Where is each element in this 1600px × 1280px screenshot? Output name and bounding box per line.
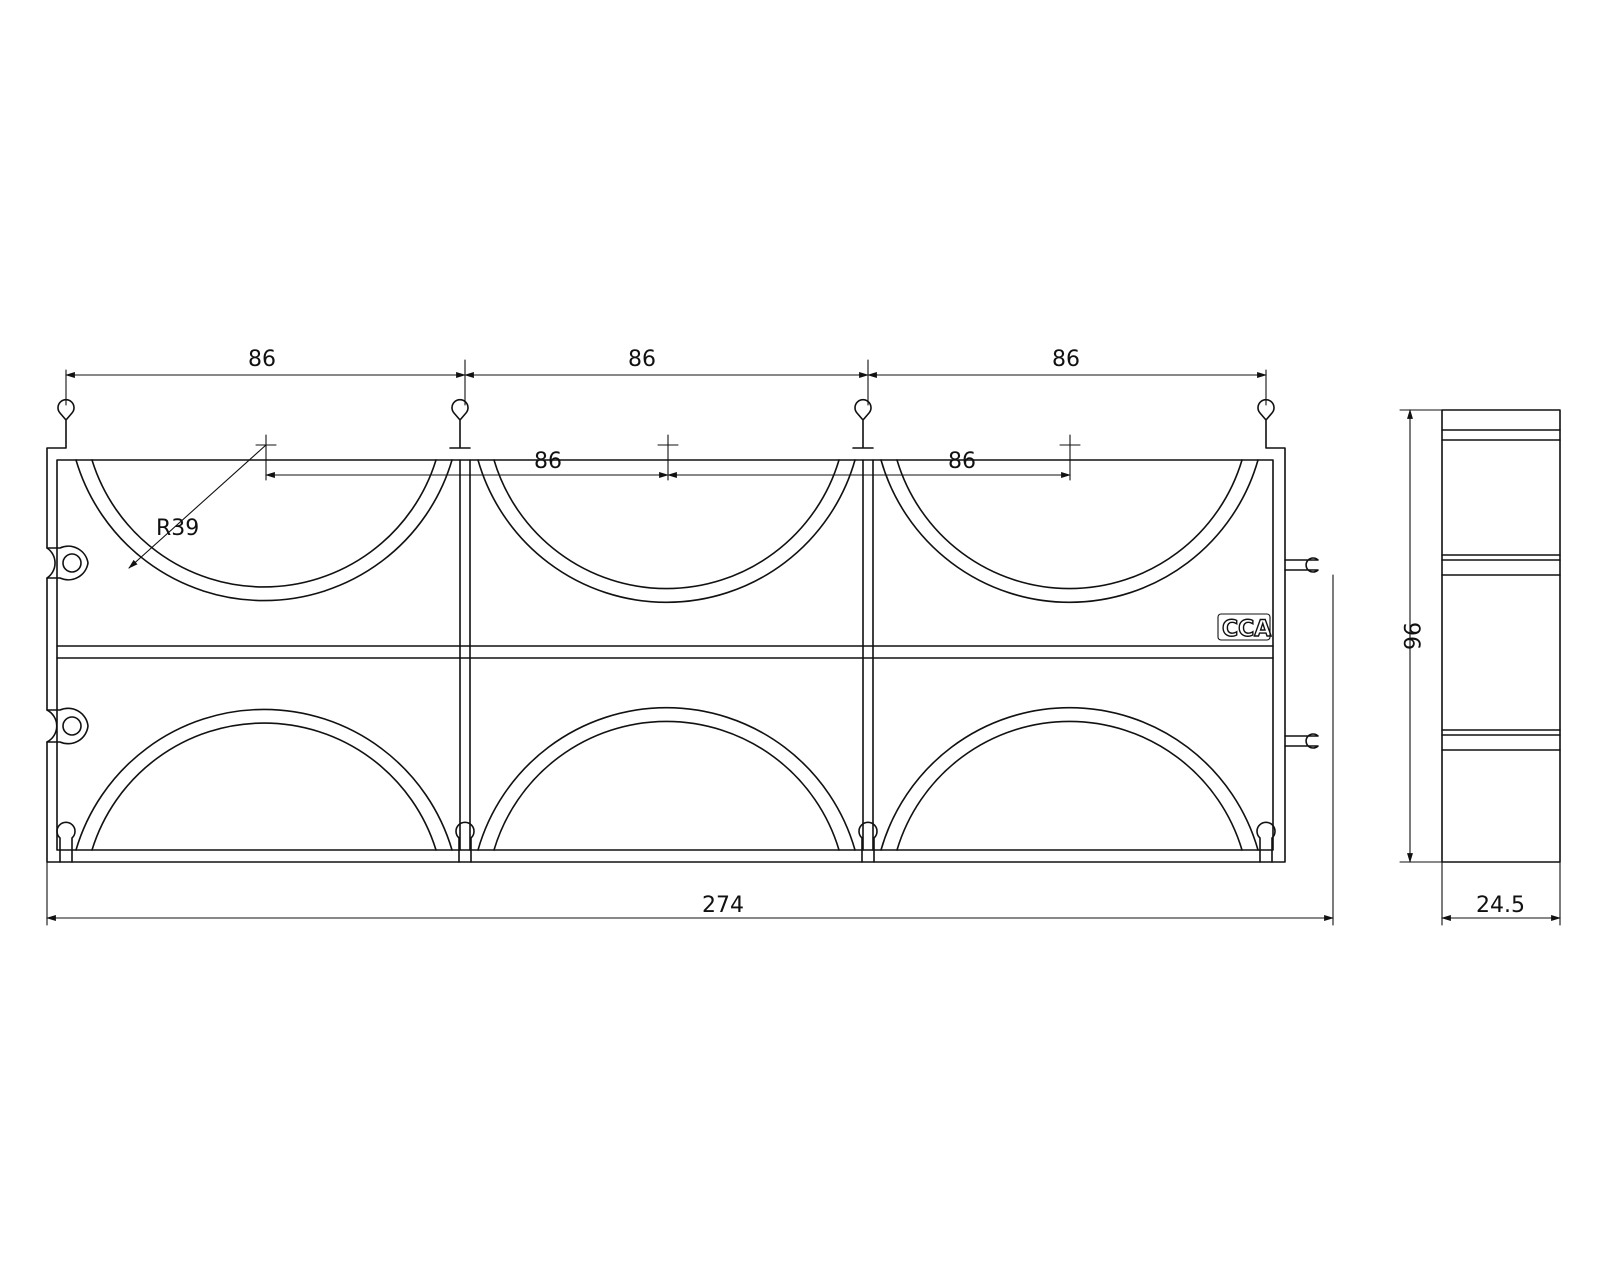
- dim-top-pitch-2: 86: [628, 347, 656, 372]
- front-top-tab-3: [852, 398, 874, 449]
- dim-depth: 24.5: [1476, 893, 1525, 918]
- dim-top-pitch-3: 86: [1052, 347, 1080, 372]
- dim-height: 96: [1398, 622, 1423, 650]
- side-upper-band: [1441, 554, 1561, 576]
- left-notch-upper: [62, 553, 82, 573]
- dim-overall-length: 274: [702, 893, 744, 918]
- side-view: 96 24.5: [1398, 409, 1561, 926]
- inner-frame: [56, 459, 1274, 851]
- logo: CCA: [1222, 617, 1271, 642]
- upper-cradles: [75, 459, 1259, 604]
- logo-frame: [1217, 613, 1271, 641]
- left-notch-upper-slot: [46, 545, 89, 581]
- front-view: CCA: [46, 398, 1319, 863]
- lower-cradles: [75, 706, 1259, 851]
- horizontal-rib: [56, 645, 1274, 659]
- side-lower-band: [1441, 729, 1561, 751]
- bottom-slots: [56, 821, 1276, 863]
- dim-centre-pitch-1: 86: [534, 449, 562, 474]
- centre-mark-3: [1059, 434, 1081, 481]
- vertical-rib-1: [459, 459, 471, 851]
- centre-mark-2: [657, 434, 679, 481]
- centre-mark-1: [255, 434, 277, 481]
- right-clip-upper: [1284, 557, 1319, 573]
- right-clip-lower: [1284, 733, 1319, 749]
- dim-top-pitch-1: 86: [248, 347, 276, 372]
- dim-radius: R39: [156, 516, 199, 541]
- front-top-tab-2: [449, 398, 471, 449]
- vertical-rib-2: [862, 459, 874, 851]
- left-notch-lower-slot: [46, 707, 89, 745]
- dimension-lines: 86 86 86 86 86 R39 274: [46, 347, 1334, 926]
- left-notch-lower: [62, 716, 82, 736]
- side-top-step: [1441, 429, 1561, 441]
- front-outline: [46, 398, 1286, 863]
- dim-radius-leader: [128, 444, 267, 569]
- side-outline: [1441, 409, 1561, 863]
- dim-centre-pitch-2: 86: [948, 449, 976, 474]
